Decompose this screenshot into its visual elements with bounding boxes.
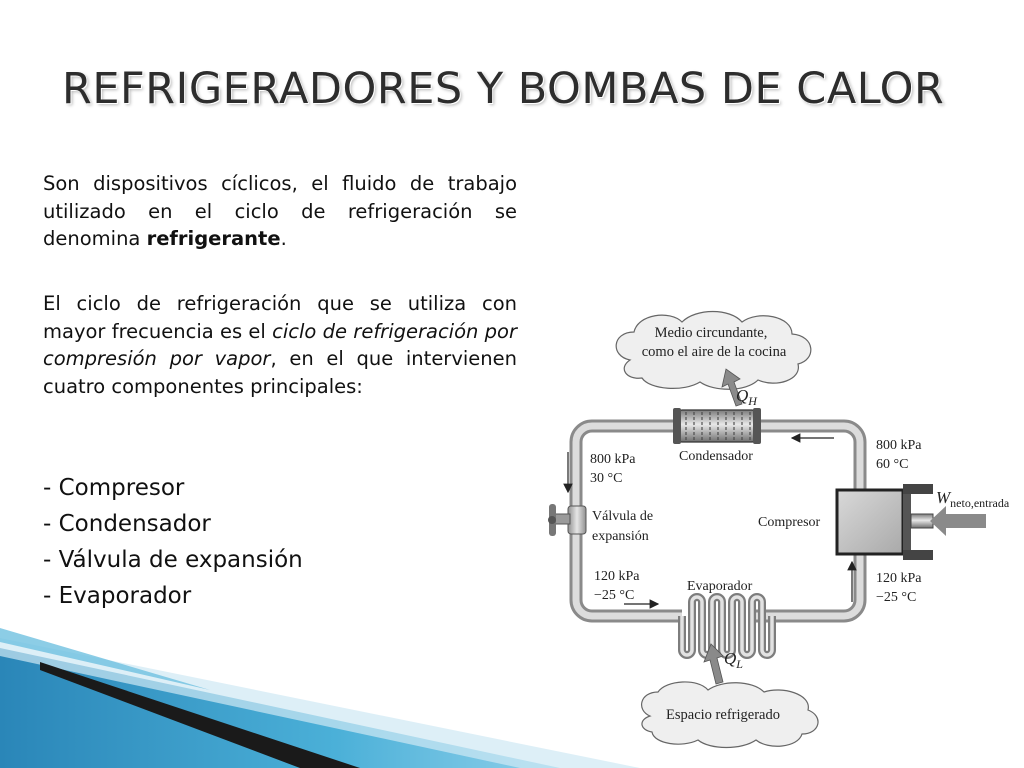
compressor-label: Compresor [758,515,821,530]
state-compressor-in-temp: −25 °C [876,590,916,605]
state-condenser-in-pressure: 800 kPa [876,438,922,453]
component-item: - Válvula de expansión [43,547,303,573]
light-wedge [0,638,640,768]
cycle-end: , en el que intervienen cuatro component… [43,347,517,398]
intro-paragraph: Son dispositivos cíclicos, el fluido de … [43,170,517,253]
components-list: - Compresor - Condensador - Válvula de e… [43,470,303,614]
evaporator-label: Evaporador [687,579,753,594]
state-condenser-out-pressure: 800 kPa [590,452,636,467]
valve-label-line1: Válvula de [592,509,653,524]
state-compressor-in-pressure: 120 kPa [876,571,922,586]
q-low-label: QL [724,649,743,671]
compressor-unit [835,484,934,560]
black-stripe [40,662,360,768]
work-input-arrow [930,506,986,536]
state-condenser-out-temp: 30 °C [590,471,622,486]
flow-arrows [563,433,857,609]
state-condenser-in-temp: 60 °C [876,457,908,472]
cycle-name: ciclo de refrigeración por compresión po… [43,319,517,371]
expansion-valve [548,504,587,536]
valve-label-line2: expansión [592,529,649,544]
intro-end: . [280,227,287,250]
refrigerant-term: refrigerante [146,227,281,250]
corner-decoration [0,628,640,768]
top-cloud-line2: como el aire de la cocina [642,344,787,360]
work-label: Wneto,entrada [936,488,1010,510]
state-evaporator-in-temp: −25 °C [594,588,634,603]
heat-in-arrow [703,643,724,685]
state-evaporator-in-pressure: 120 kPa [594,569,640,584]
top-cloud-line1: Medio circundante, [655,325,768,341]
intro-text: Son dispositivos cíclicos, el fluido de … [43,172,517,250]
slide-title: REFRIGERADORES Y BOMBAS DE CALOR [62,64,945,114]
bottom-cloud-label: Espacio refrigerado [666,707,780,723]
refrigeration-cycle-diagram: Medio circundante, como el aire de la co… [548,311,1010,749]
heat-out-arrow [721,368,743,407]
cycle-paragraph: El ciclo de refrigeración que se utiliza… [43,290,517,400]
bottom-cloud: Espacio refrigerado [641,681,819,749]
component-item: - Evaporador [43,583,192,609]
top-cloud: Medio circundante, como el aire de la co… [615,311,812,390]
evaporator-coil [678,593,776,659]
component-item: - Compresor [43,475,185,501]
cycle-text: El ciclo de refrigeración que se utiliza… [43,292,517,343]
component-item: - Condensador [43,511,211,537]
condenser-label: Condensador [679,449,753,464]
q-high-label: QH [736,386,758,408]
thin-blue-stripe [0,628,210,690]
condenser-unit [673,408,761,444]
